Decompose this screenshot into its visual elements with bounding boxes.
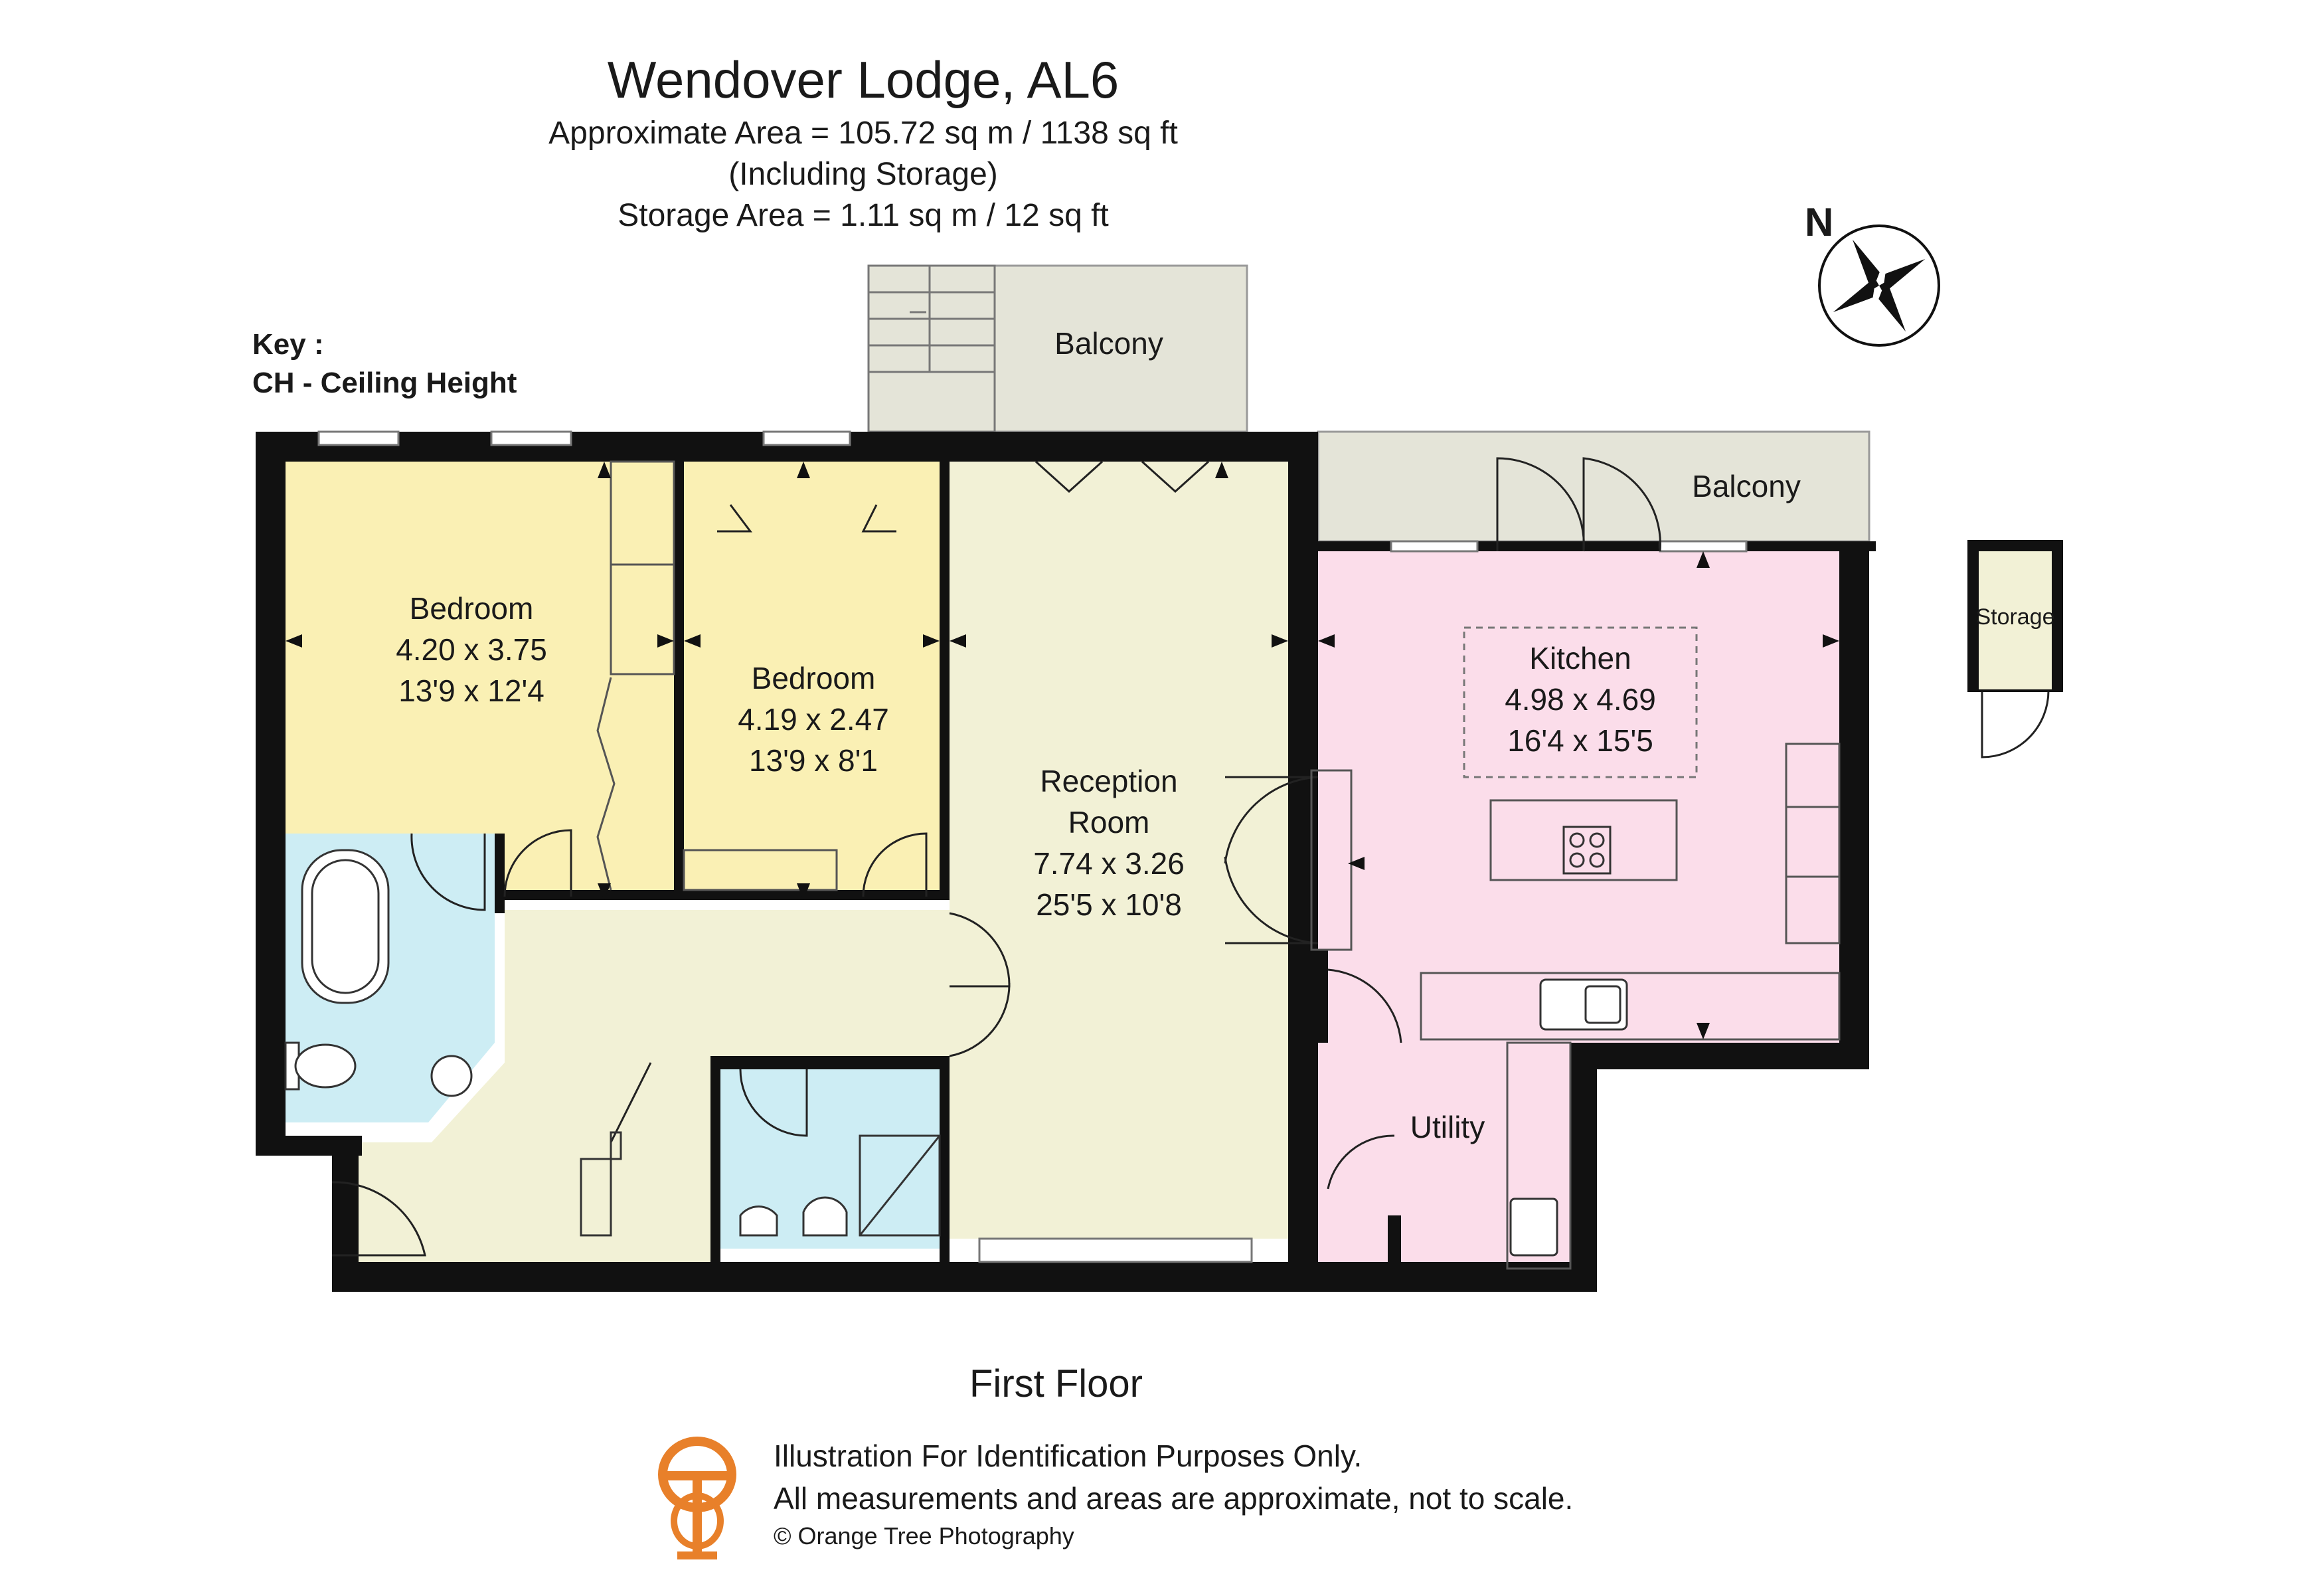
room-label-utility: Utility bbox=[1410, 1110, 1485, 1144]
room-label-balcony-right: Balcony bbox=[1692, 469, 1801, 503]
storage-area: Storage Area = 1.11 sq m / 12 sq ft bbox=[618, 198, 1109, 233]
fittings bbox=[596, 460, 1841, 1270]
reception-name-line2: Room bbox=[1068, 805, 1150, 840]
plan-title: Wendover Lodge, AL6 bbox=[607, 50, 1120, 109]
north-label: N bbox=[1805, 200, 1834, 244]
bedroom-2-imperial: 13'9 x 8'1 bbox=[748, 743, 878, 778]
stairs-icon bbox=[869, 266, 995, 373]
floor-label: First Floor bbox=[969, 1362, 1143, 1405]
bedroom-1-metric: 4.20 x 3.75 bbox=[396, 632, 547, 667]
room-label-bedroom-1: Bedroom 4.20 x 3.75 13'9 x 12'4 bbox=[352, 588, 591, 711]
reception-metric: 7.74 x 3.26 bbox=[1033, 846, 1185, 881]
shower-room-fixtures bbox=[739, 1134, 941, 1237]
bedroom-2-name: Bedroom bbox=[751, 661, 876, 695]
including-storage: (Including Storage) bbox=[728, 157, 998, 192]
reception-area bbox=[950, 462, 1288, 1239]
reception-name-line1: Reception bbox=[1040, 764, 1178, 798]
kitchen-imperial: 16'4 x 15'5 bbox=[1507, 723, 1653, 758]
bedroom-2-metric: 4.19 x 2.47 bbox=[738, 702, 889, 737]
kitchen-metric: 4.98 x 4.69 bbox=[1505, 682, 1656, 717]
room-label-bedroom-2: Bedroom 4.19 x 2.47 13'9 x 8'1 bbox=[684, 658, 943, 781]
bathtub-icon bbox=[301, 849, 390, 1004]
copyright: © Orange Tree Photography bbox=[774, 1522, 1074, 1550]
bedroom-1-imperial: 13'9 x 12'4 bbox=[398, 673, 544, 708]
stairs-area bbox=[867, 264, 996, 433]
hallway-area bbox=[359, 910, 950, 1269]
utility-sink-icon bbox=[1509, 1197, 1558, 1257]
disclaimer: Illustration For Identification Purposes… bbox=[774, 1435, 1573, 1553]
windows bbox=[317, 430, 1748, 1263]
key-heading: Key : bbox=[252, 328, 324, 361]
room-label-storage: Storage bbox=[1975, 604, 2055, 630]
disclaimer-line2: All measurements and areas are approxima… bbox=[774, 1481, 1574, 1516]
storage-outline bbox=[1967, 540, 2063, 692]
room-label-kitchen: Kitchen 4.98 x 4.69 16'4 x 15'5 bbox=[1464, 638, 1697, 761]
toilet-icon bbox=[284, 1041, 357, 1091]
bedroom-2-area bbox=[684, 462, 943, 900]
hob-icon bbox=[1562, 826, 1612, 875]
reception-imperial: 25'5 x 10'8 bbox=[1036, 887, 1182, 922]
basin-icon bbox=[430, 1055, 473, 1097]
sink-icon bbox=[1539, 978, 1628, 1031]
hall-cupboard bbox=[580, 1131, 622, 1237]
bedroom-1-name: Bedroom bbox=[409, 591, 534, 626]
kitchen-area bbox=[1318, 551, 1839, 1043]
orange-tree-logo-icon bbox=[658, 1437, 736, 1559]
bedroom-1-area bbox=[286, 462, 677, 900]
compass-rose-icon bbox=[1818, 224, 1940, 347]
disclaimer-line1: Illustration For Identification Purposes… bbox=[774, 1439, 1363, 1473]
dimension-arrows bbox=[286, 462, 1839, 1039]
room-label-balcony-top: Balcony bbox=[1054, 326, 1163, 361]
key-legend: Key : CH - Ceiling Height bbox=[252, 325, 517, 402]
approx-area: Approximate Area = 105.72 sq m / 1138 sq… bbox=[548, 116, 1178, 151]
kitchen-name: Kitchen bbox=[1529, 641, 1631, 675]
room-label-reception: Reception Room 7.74 x 3.26 25'5 x 10'8 bbox=[976, 760, 1242, 925]
storage-area bbox=[1979, 551, 2052, 691]
door-swings bbox=[331, 457, 2050, 1257]
balcony-right-area bbox=[1317, 430, 1870, 543]
plan-header: Wendover Lodge, AL6 Approximate Area = 1… bbox=[0, 46, 1726, 236]
key-ch: CH - Ceiling Height bbox=[252, 367, 517, 399]
